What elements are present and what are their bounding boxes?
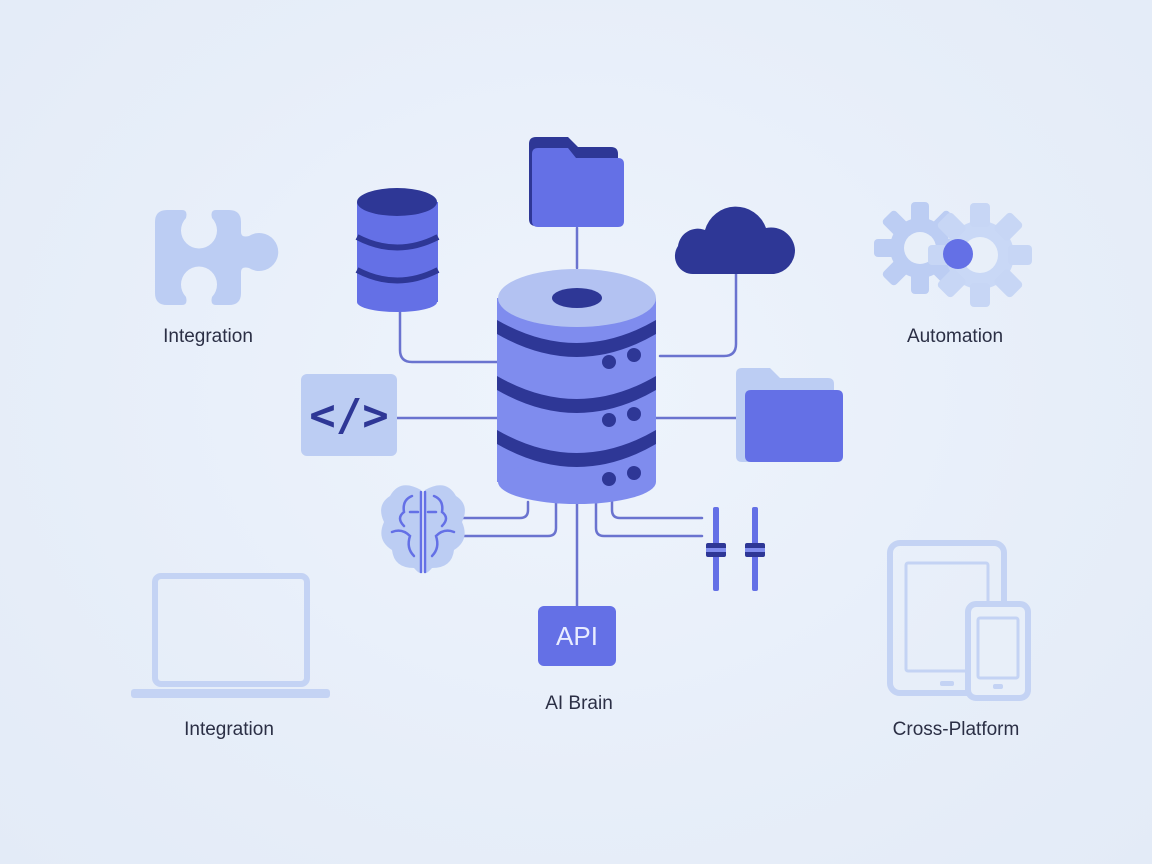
- folder-icon: [529, 137, 624, 227]
- puzzle-icon: [155, 210, 279, 305]
- cloud-icon: [674, 206, 796, 275]
- label-ai-brain: AI Brain: [545, 693, 613, 714]
- server-icon: [497, 269, 656, 504]
- tablet-phone-icon: [887, 540, 1031, 701]
- brain-icon: [381, 485, 465, 574]
- label-cross-platform: Cross-Platform: [892, 719, 1020, 740]
- code-icon-glyph: </>: [309, 390, 388, 441]
- database-icon: [355, 188, 440, 312]
- api-icon: API: [538, 606, 616, 666]
- connector-lines: [394, 226, 747, 608]
- label-integration-bottom: Integration: [184, 719, 274, 740]
- api-label: API: [556, 621, 598, 651]
- label-integration-top: Integration: [163, 326, 253, 347]
- code-icon: </>: [301, 374, 397, 456]
- sliders-icon: [706, 507, 765, 591]
- gears-icon: [874, 202, 1032, 307]
- folder-icon: [736, 368, 843, 462]
- label-automation: Automation: [906, 326, 1004, 347]
- laptop-icon: [131, 573, 330, 698]
